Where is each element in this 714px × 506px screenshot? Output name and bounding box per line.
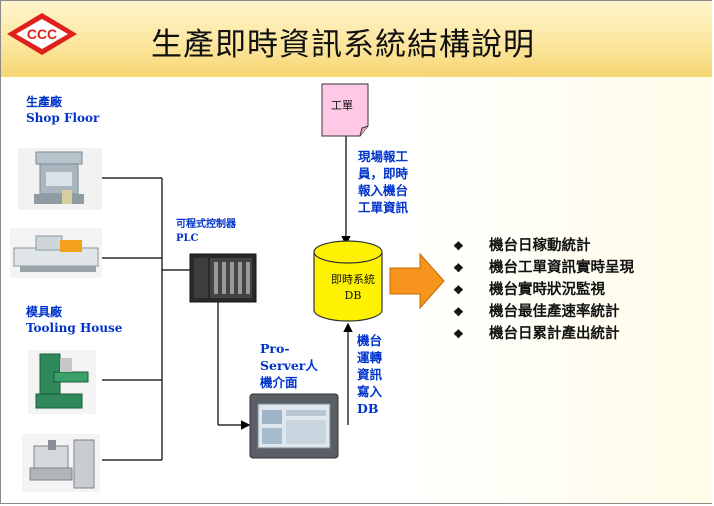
- output-list: ❖ 機台日稼動統計 ❖ 機台工單資訊實時呈現 ❖ 機台實時狀況監視 ❖ 機台最佳產速率統…: [453, 235, 634, 345]
- tooling-house-zh: 模具廠: [26, 305, 63, 319]
- plc-label-zh: 可程式控制器: [176, 219, 236, 230]
- work-order-doc-label: 工單: [331, 99, 353, 112]
- plc-label-en: PLC: [176, 233, 199, 244]
- injection-molding-machine-image: [10, 228, 102, 278]
- press-machine-image: [18, 148, 102, 210]
- edm-machine-image: [22, 434, 100, 492]
- milling-machine-image: [28, 350, 96, 414]
- output-arrow-icon: [389, 252, 445, 310]
- hmi-label-line: Pro-: [260, 341, 290, 356]
- ccc-logo: CCC: [7, 13, 77, 55]
- work-order-note-line: 現場報工: [358, 149, 409, 164]
- machine-write-note: 機台 運轉 資訊 寫入 DB: [357, 332, 382, 417]
- hmi-label-line: 機介面: [260, 375, 298, 390]
- logo-text: CCC: [27, 26, 57, 42]
- database-label-line1: 即時系統: [331, 273, 375, 286]
- database-label-line2: DB: [344, 289, 362, 302]
- machine-write-line: 資訊: [357, 367, 383, 382]
- output-list-item: ❖ 機台最佳產速率統計: [453, 301, 634, 323]
- output-list-item: ❖ 機台日稼動統計: [453, 235, 634, 257]
- output-list-item: ❖ 機台實時狀況監視: [453, 279, 634, 301]
- output-text: 機台日稼動統計: [489, 237, 591, 254]
- shop-floor-zh: 生產廠: [26, 95, 63, 109]
- hmi-touch-panel-image: [249, 393, 339, 459]
- shop-floor-label: 生產廠 Shop Floor: [26, 94, 99, 126]
- database-label: 即時系統 DB: [318, 272, 388, 304]
- machine-write-line: 運轉: [357, 350, 383, 365]
- work-order-note-line: 工單資訊: [358, 200, 409, 215]
- page-title: 生產即時資訊系統結構說明: [151, 27, 535, 63]
- work-order-note: 現場報工 員，即時 報入機台 工單資訊: [358, 148, 408, 216]
- machine-write-line: DB: [357, 401, 379, 416]
- output-list-item: ❖ 機台工單資訊實時呈現: [453, 257, 634, 279]
- output-text: 機台最佳產速率統計: [489, 303, 620, 320]
- work-order-note-line: 員，即時: [358, 166, 409, 181]
- diamond-bullet-icon: ❖: [453, 239, 464, 253]
- diamond-bullet-icon: ❖: [453, 283, 464, 297]
- diamond-bullet-icon: ❖: [453, 261, 464, 275]
- tooling-house-en: Tooling House: [26, 321, 123, 335]
- machine-write-line: 寫入: [357, 384, 383, 399]
- work-order-document-icon: [321, 83, 369, 137]
- output-list-item: ❖ 機台日累計產出統計: [453, 323, 634, 345]
- plc-controller-image: [189, 253, 257, 303]
- shop-floor-en: Shop Floor: [26, 111, 100, 125]
- hmi-label: Pro- Server人 機介面: [260, 340, 318, 391]
- machine-write-line: 機台: [357, 333, 383, 348]
- hmi-label-line: Server人: [260, 358, 318, 373]
- work-order-note-line: 報入機台: [358, 183, 409, 198]
- diamond-bullet-icon: ❖: [453, 327, 464, 341]
- output-text: 機台實時狀況監視: [489, 281, 605, 298]
- plc-label: 可程式控制器 PLC: [176, 218, 236, 246]
- diamond-bullet-icon: ❖: [453, 305, 464, 319]
- output-text: 機台日累計產出統計: [489, 325, 620, 342]
- tooling-house-label: 模具廠 Tooling House: [26, 304, 122, 336]
- title-bar: CCC 生產即時資訊系統結構說明: [1, 1, 712, 77]
- database-cylinder-icon: [313, 240, 383, 322]
- output-text: 機台工單資訊實時呈現: [489, 259, 634, 276]
